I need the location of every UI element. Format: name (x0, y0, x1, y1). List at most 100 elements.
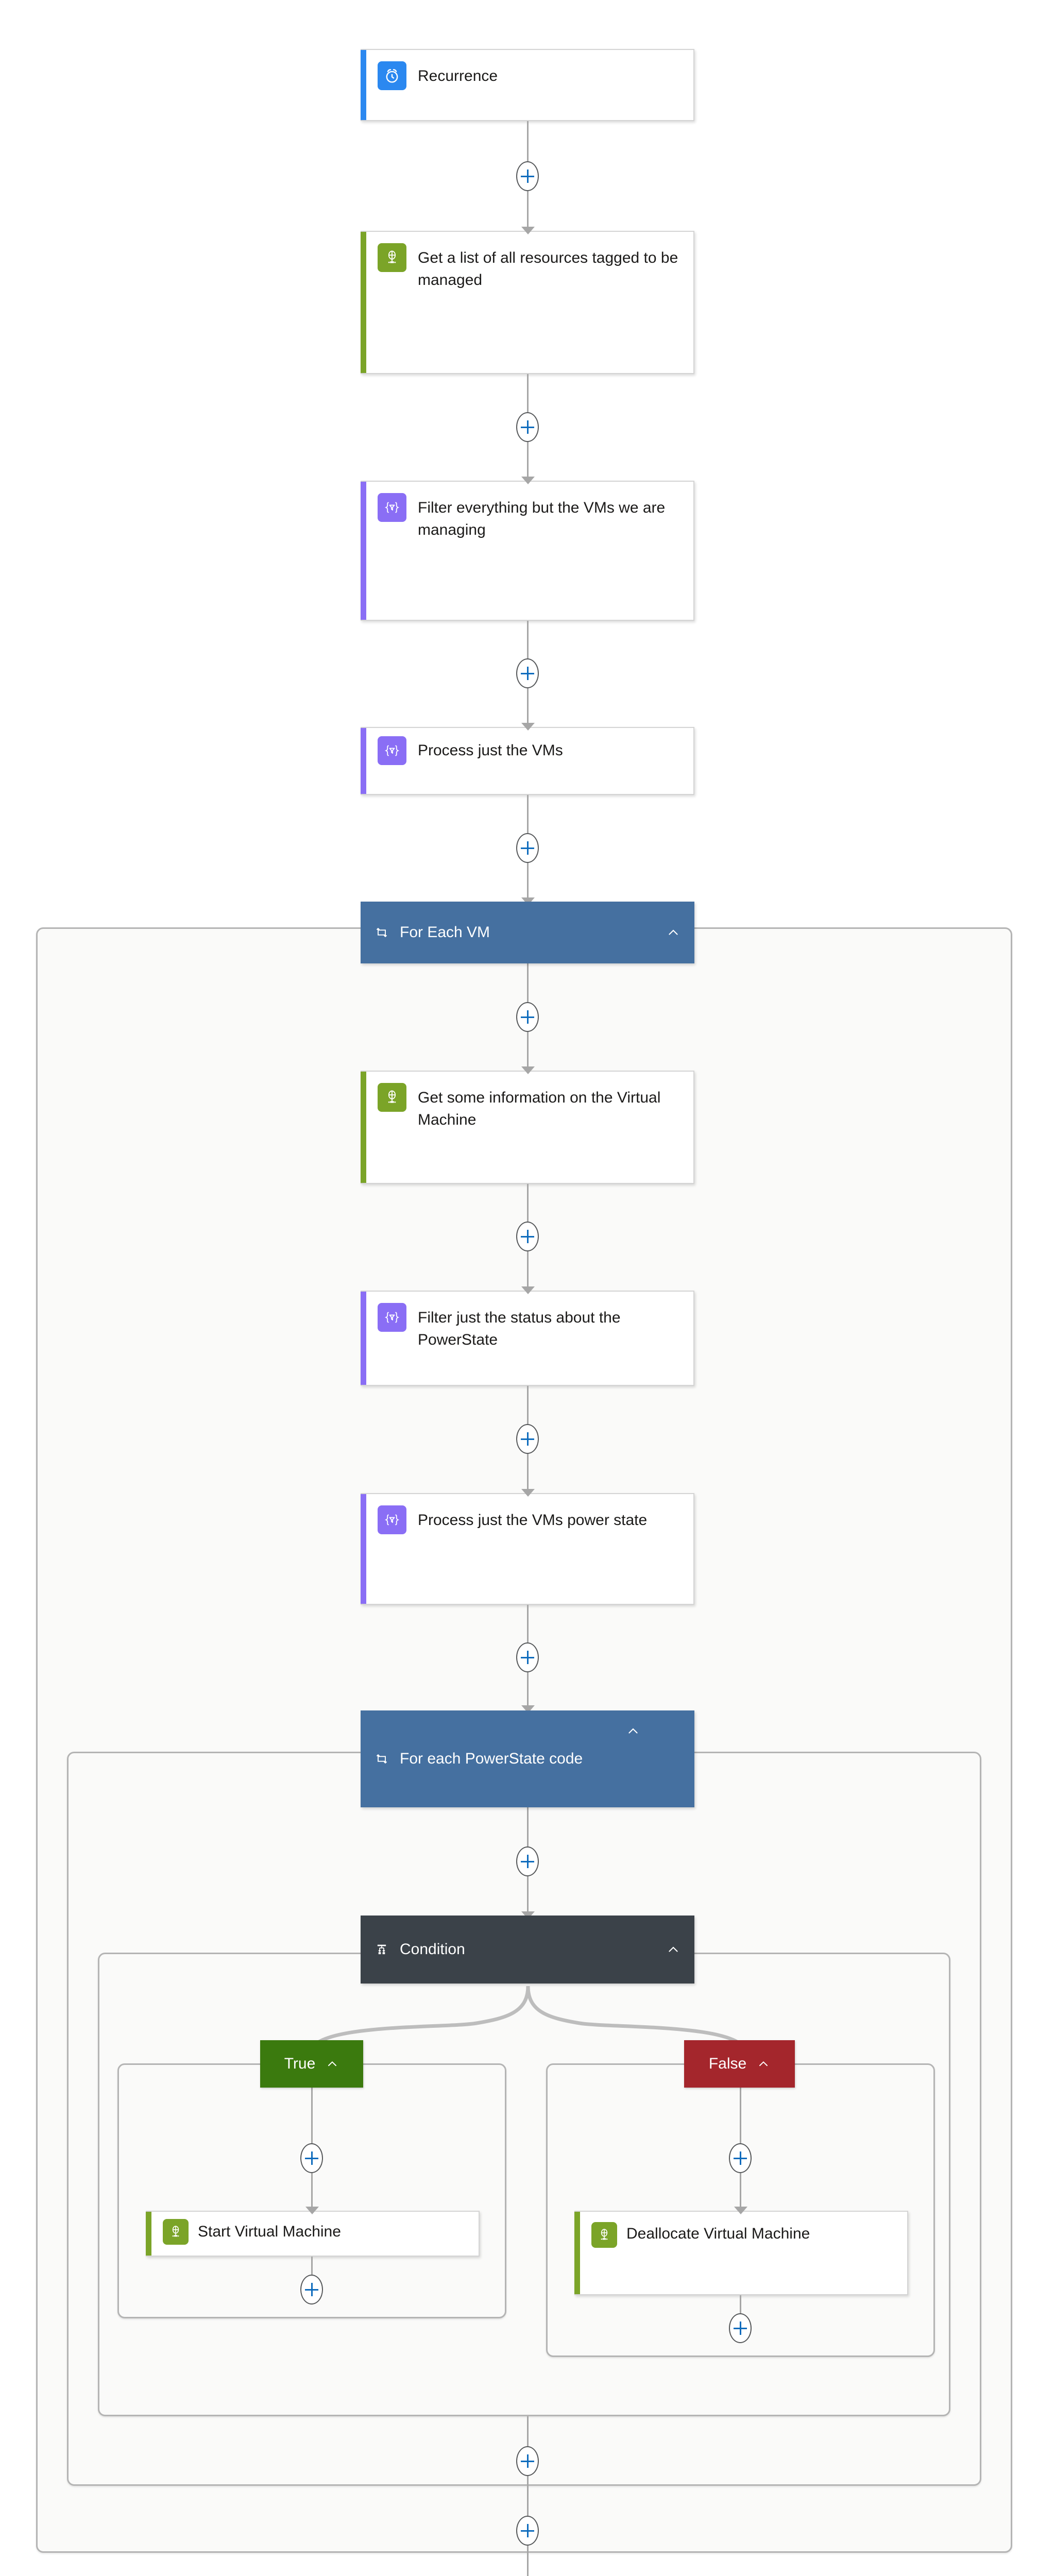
loop-icon (373, 925, 390, 940)
connector-filter-everything-to-add (527, 621, 529, 658)
add-step-button-after-process-power-state[interactable] (516, 1642, 539, 1672)
chevron-up-icon[interactable] (665, 925, 682, 940)
connector-add-to-process-vms (527, 688, 529, 727)
card-accent-bar (361, 232, 366, 373)
card-label: Filter everything but the VMs we are man… (418, 499, 666, 538)
branch-label-text: True (284, 2055, 316, 2072)
card-accent-bar (361, 1292, 366, 1385)
connector-start-vm-to-add (311, 2257, 313, 2275)
add-step-button-inside-foreach-ps-top[interactable] (516, 1846, 539, 1876)
card-start-vm[interactable]: Start Virtual Machine (146, 2211, 480, 2257)
add-step-button-after-process-vms[interactable] (516, 833, 539, 863)
scope-header-condition[interactable]: Condition (361, 1916, 694, 1984)
card-accent-bar (361, 728, 366, 794)
connector-recurrence-to-add (527, 121, 529, 161)
connector-true-to-add (311, 2081, 313, 2143)
card-filter-powerstate[interactable]: Filter just the status about the PowerSt… (361, 1291, 694, 1386)
add-step-button-false-branch-bottom[interactable] (729, 2313, 752, 2343)
add-step-button-after-get-list[interactable] (516, 412, 539, 442)
connector-process-vms-to-add (527, 795, 529, 833)
alarm-clock-icon (378, 61, 406, 90)
add-step-button-inside-foreach-vm-top[interactable] (516, 1002, 539, 1032)
filter-array-icon (378, 493, 406, 522)
connector-false-add-to-deallocate (740, 2173, 741, 2211)
connector-add-to-foreach-vm (527, 863, 529, 902)
card-process-vms[interactable]: Process just the VMs (361, 727, 694, 795)
scope-header-for-each-powerstate[interactable]: For each PowerState code (361, 1710, 694, 1807)
chevron-up-icon[interactable] (757, 2057, 770, 2071)
connector-get-list-to-add (527, 374, 529, 412)
azure-resource-manager-icon (378, 1083, 406, 1112)
connector-false-to-add (740, 2081, 741, 2143)
add-step-button-after-filter-everything[interactable] (516, 658, 539, 688)
add-step-button-after-filter-powerstate[interactable] (516, 1424, 539, 1454)
connector-add-to-get-vm-info (527, 1032, 529, 1071)
scope-title: Condition (400, 1941, 465, 1958)
connector-add-below-foreach-ps (527, 2546, 529, 2553)
add-step-button-after-recurrence[interactable] (516, 161, 539, 191)
card-label: Filter just the status about the PowerSt… (418, 1309, 621, 1348)
arrowhead-get-list (521, 227, 535, 234)
connector-add-to-filter-powerstate (527, 1251, 529, 1291)
connector-true-add-to-start-vm (311, 2173, 313, 2211)
connector-foreach-vm-to-add (527, 963, 529, 1002)
azure-resource-manager-icon (163, 2219, 189, 2245)
connector-process-power-state-to-add (527, 1605, 529, 1642)
chevron-up-icon[interactable] (665, 1942, 682, 1957)
connector-add-to-filter-everything (527, 442, 529, 481)
arrowhead-process-vms (521, 723, 535, 731)
scope-title: For Each VM (400, 924, 490, 941)
card-get-vm-info[interactable]: Get some information on the Virtual Mach… (361, 1071, 694, 1184)
add-step-button-after-condition[interactable] (516, 2446, 539, 2476)
arrowhead-get-vm-info (521, 1066, 535, 1074)
connector-condition-scope-to-add (527, 2416, 529, 2446)
card-label: Process just the VMs power state (418, 1512, 648, 1529)
add-step-button-false-branch-top[interactable] (729, 2143, 752, 2173)
card-accent-bar (361, 1072, 366, 1183)
card-accent-bar (361, 482, 366, 620)
connector-add-to-foreach-ps (527, 1672, 529, 1710)
connector-get-vm-info-to-add (527, 1184, 529, 1222)
connector-add-below-condition (527, 2476, 529, 2486)
card-get-list-resources[interactable]: Get a list of all resources tagged to be… (361, 231, 694, 374)
branch-label-false[interactable]: False (684, 2040, 795, 2088)
card-accent-bar (361, 1494, 366, 1604)
card-recurrence[interactable]: Recurrence (361, 49, 694, 121)
card-label: Deallocate Virtual Machine (626, 2225, 810, 2242)
arrowhead-filter-everything (521, 477, 535, 484)
filter-array-icon (378, 1303, 406, 1332)
branch-condition-icon (373, 1942, 390, 1957)
add-step-button-true-branch-bottom[interactable] (300, 2275, 323, 2304)
arrowhead-start-vm (305, 2207, 319, 2214)
card-accent-bar (146, 2212, 151, 2256)
add-step-button-after-get-vm-info[interactable] (516, 1222, 539, 1251)
connector-foreach-vm-scope-to-add (527, 2553, 529, 2576)
arrowhead-deallocate-vm (734, 2207, 747, 2214)
loop-icon (373, 1752, 390, 1766)
card-deallocate-vm[interactable]: Deallocate Virtual Machine (574, 2211, 908, 2295)
card-label: Get a list of all resources tagged to be… (418, 249, 678, 289)
card-accent-bar (361, 50, 366, 120)
filter-array-icon (378, 1505, 406, 1534)
card-process-power-state[interactable]: Process just the VMs power state (361, 1493, 694, 1605)
filter-array-icon (378, 736, 406, 765)
chevron-up-icon[interactable] (326, 2057, 339, 2071)
card-accent-bar (574, 2212, 580, 2294)
card-filter-everything[interactable]: Filter everything but the VMs we are man… (361, 481, 694, 621)
chevron-up-icon[interactable] (624, 1724, 642, 1738)
card-label: Start Virtual Machine (198, 2223, 341, 2240)
add-step-button-after-foreach-ps[interactable] (516, 2516, 539, 2546)
connector-add-to-get-list (527, 191, 529, 231)
scope-header-for-each-vm[interactable]: For Each VM (361, 902, 694, 963)
branch-label-true[interactable]: True (260, 2040, 363, 2088)
card-label: Process just the VMs (418, 741, 563, 759)
connector-add-to-process-power-state (527, 1454, 529, 1493)
connector-foreach-ps-to-add (527, 1807, 529, 1846)
connector-filter-powerstate-to-add (527, 1386, 529, 1424)
add-step-button-true-branch-top[interactable] (300, 2143, 323, 2173)
azure-resource-manager-icon (591, 2222, 617, 2248)
arrowhead-filter-powerstate (521, 1286, 535, 1294)
azure-resource-manager-icon (378, 243, 406, 272)
connector-add-to-condition (527, 1876, 529, 1916)
